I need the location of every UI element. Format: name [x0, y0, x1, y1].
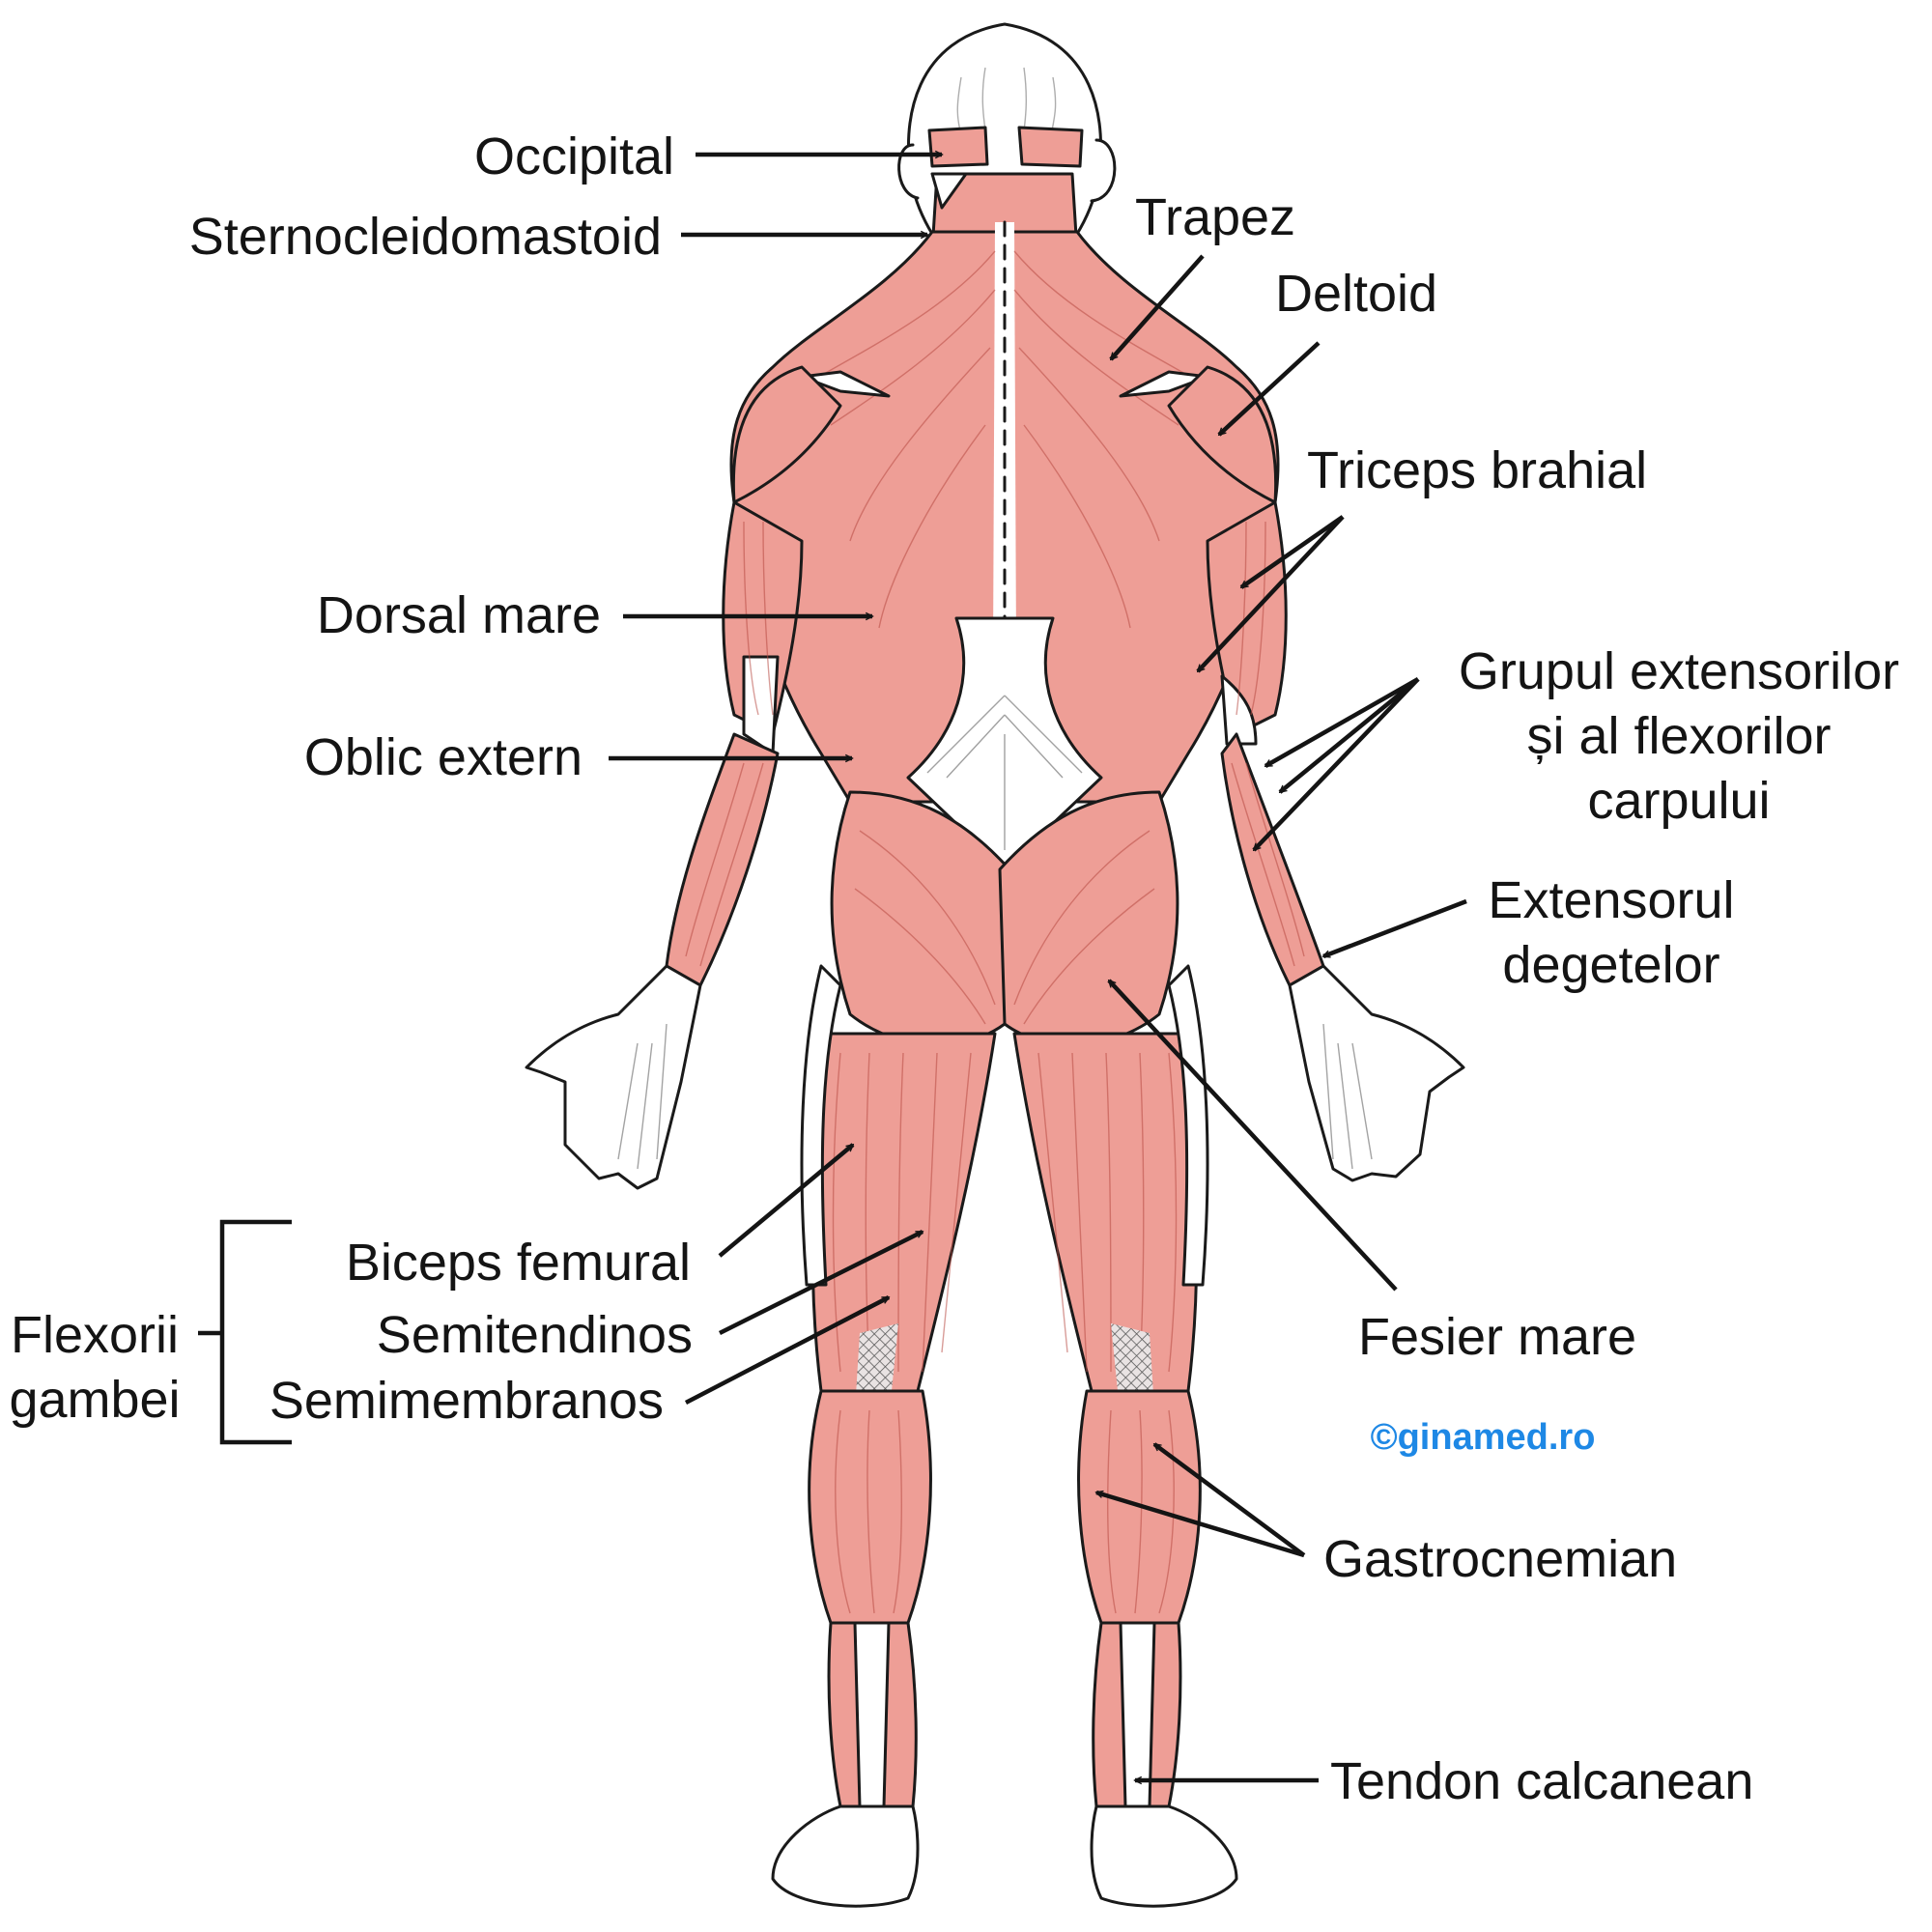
left-foot [771, 1804, 920, 1908]
label-oblic-extern: Oblic extern [304, 728, 582, 786]
label-triceps: Triceps brahial [1307, 441, 1647, 499]
label-grupul-3: carpului [1587, 772, 1770, 830]
label-semitendinos: Semitendinos [377, 1306, 693, 1364]
label-trapez: Trapez [1135, 188, 1295, 246]
label-deltoid: Deltoid [1275, 265, 1437, 323]
right-foot [1090, 1804, 1238, 1908]
label-semimembranos: Semimembranos [270, 1372, 664, 1430]
right-ear [1090, 138, 1117, 203]
label-grupul-2: și al flexorilor [1526, 707, 1831, 765]
label-flexorii-2: gambei [9, 1371, 180, 1429]
label-extensorul-1: Extensorul [1488, 871, 1734, 929]
left-hand [525, 964, 702, 1190]
label-grupul-1: Grupul extensorilor [1459, 642, 1899, 700]
flexorii-bracket [198, 1219, 292, 1445]
label-occipital: Occipital [474, 128, 674, 185]
leader-lines [198, 155, 1467, 1780]
human-figure-back-view [525, 22, 1465, 1908]
label-dorsal-mare: Dorsal mare [317, 586, 601, 644]
label-biceps-femural: Biceps femural [346, 1234, 691, 1292]
labels: Occipital Sternocleidomastoid Trapez Del… [9, 128, 1899, 1810]
right-forearm [1220, 732, 1325, 987]
label-extensorul-2: degetelor [1502, 936, 1719, 994]
label-gastrocnemian: Gastrocnemian [1323, 1530, 1677, 1588]
right-hand [1288, 964, 1465, 1182]
label-sternocleidomastoid: Sternocleidomastoid [189, 208, 662, 266]
label-fesier-mare: Fesier mare [1358, 1308, 1636, 1366]
watermark: ©ginamed.ro [1371, 1417, 1596, 1458]
left-calf [808, 1389, 932, 1625]
label-flexorii-1: Flexorii [11, 1306, 179, 1364]
label-tendon-calcanean: Tendon calcanean [1330, 1752, 1753, 1810]
left-ear [897, 143, 920, 200]
